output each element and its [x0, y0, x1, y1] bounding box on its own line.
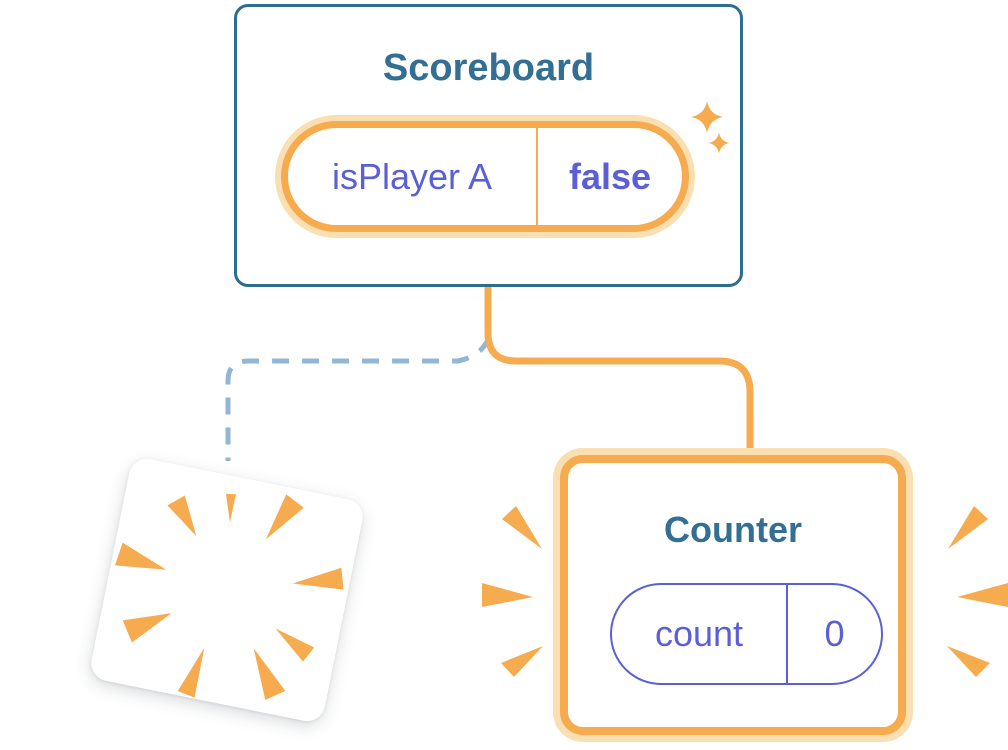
scoreboard-state-pill: isPlayer A false: [275, 115, 695, 238]
counter-title: Counter: [664, 509, 802, 550]
scoreboard-state-value: false: [536, 128, 682, 225]
counter-state-pill: count 0: [610, 583, 883, 685]
counter-state-value: 0: [786, 585, 881, 683]
counter-state-key: count: [654, 613, 744, 654]
scoreboard-title: Scoreboard: [382, 47, 595, 89]
emphasis-rays-right-icon: [947, 506, 1008, 677]
scoreboard-card: Scoreboard isPlayer A false: [234, 4, 743, 287]
poof-burst-icon: [115, 493, 344, 701]
dashed-connector-line: [225, 336, 492, 461]
solid-connector-line: [484, 285, 754, 462]
destroyed-component-card: [88, 455, 366, 725]
scoreboard-state-key: isPlayer A: [331, 155, 493, 197]
emphasis-rays-left-icon: [482, 506, 543, 677]
counter-card: Counter count 0: [553, 448, 913, 742]
sparkles-icon: [691, 101, 730, 154]
